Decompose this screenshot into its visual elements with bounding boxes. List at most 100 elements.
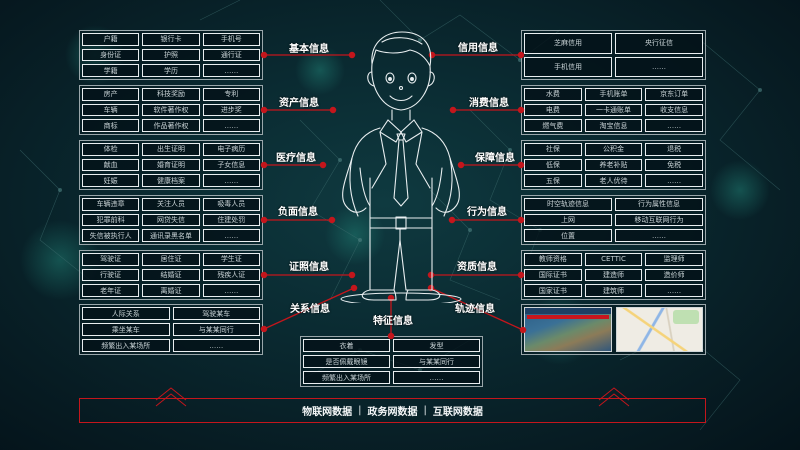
- cell-wears-glasses[interactable]: 是否佩戴眼镜: [303, 355, 390, 368]
- cell-work-copyright[interactable]: 作品著作权: [142, 119, 200, 132]
- cell-mobile-internet[interactable]: 移动互联网行为: [615, 213, 703, 227]
- cell-criminal-record[interactable]: 犯罪前科: [82, 213, 140, 227]
- cell-blood-donation[interactable]: 献血: [82, 158, 140, 172]
- cell-more[interactable]: ……: [202, 119, 260, 132]
- street-map-thumbnail[interactable]: [615, 307, 703, 352]
- cell-water-bill[interactable]: 水费: [524, 88, 582, 101]
- cell-education[interactable]: 学历: [142, 64, 200, 77]
- cell-more[interactable]: ……: [393, 371, 480, 384]
- cell-phone-bill[interactable]: 手机账单: [584, 88, 643, 101]
- cell-children-info[interactable]: 子女信息: [202, 158, 260, 172]
- cell-tax-exempt[interactable]: 免税: [645, 158, 703, 172]
- cell-five-guarantees[interactable]: 五保: [524, 174, 582, 187]
- cell-electronic-record[interactable]: 电子病历: [202, 143, 260, 156]
- cell-architect[interactable]: 建筑师: [584, 284, 643, 297]
- cell-pension-subsidy[interactable]: 养老补贴: [584, 158, 643, 172]
- cell-patent[interactable]: 专利: [202, 88, 260, 101]
- cell-more[interactable]: ……: [645, 119, 703, 132]
- cell-health-archive[interactable]: 健康档案: [142, 174, 200, 187]
- cell-more[interactable]: ……: [615, 229, 703, 242]
- cell-hairstyle[interactable]: 发型: [393, 339, 480, 352]
- cell-more[interactable]: ……: [202, 174, 260, 187]
- cell-social-insurance[interactable]: 社保: [524, 143, 582, 156]
- cell-online-loan-default[interactable]: 网贷失信: [142, 213, 200, 227]
- source-iot-data[interactable]: 物联网数据: [302, 407, 353, 418]
- cell-contact-blacklist[interactable]: 通讯录黑名单: [142, 229, 200, 242]
- cell-travel-companion[interactable]: 与某某同行: [172, 323, 260, 336]
- cell-constructor[interactable]: 建造师: [584, 268, 643, 282]
- cell-ride-vehicle[interactable]: 乘坐某车: [82, 323, 170, 336]
- cell-student-card[interactable]: 学生证: [202, 253, 260, 266]
- cell-frequent-place[interactable]: 频繁出入某场所: [303, 371, 390, 384]
- cell-marriage-cert[interactable]: 结婚证: [142, 268, 200, 282]
- cell-housing-penalty[interactable]: 住建处罚: [202, 213, 260, 227]
- cell-more[interactable]: ……: [645, 284, 703, 297]
- cell-housing-fund[interactable]: 公积金: [584, 143, 643, 156]
- cell-income-expense[interactable]: 收支信息: [645, 103, 703, 117]
- cell-passport[interactable]: 护照: [142, 48, 200, 62]
- cell-taobao-info[interactable]: 淘宝信息: [584, 119, 643, 132]
- cell-national-cert[interactable]: 国家证书: [524, 284, 582, 297]
- cell-frequent-place[interactable]: 频繁出入某场所: [82, 339, 170, 352]
- cell-software-copyright[interactable]: 软件著作权: [142, 103, 200, 117]
- cell-central-bank-credit[interactable]: 央行征信: [615, 33, 703, 54]
- cell-minimum-living[interactable]: 低保: [524, 158, 582, 172]
- cell-senior-card[interactable]: 老年证: [82, 284, 140, 297]
- cell-divorce-cert[interactable]: 离婚证: [142, 284, 200, 297]
- cell-trademark[interactable]: 商标: [82, 119, 140, 132]
- cell-progress-award[interactable]: 进步奖: [202, 103, 260, 117]
- cell-phone-credit[interactable]: 手机信用: [524, 56, 612, 77]
- cell-birth-certificate[interactable]: 出生证明: [142, 143, 200, 156]
- cell-internet-access[interactable]: 上网: [524, 213, 612, 227]
- cell-social-relations[interactable]: 人际关系: [82, 307, 170, 320]
- label-qualification-info: 资质信息: [457, 262, 497, 273]
- cell-sesame-credit[interactable]: 芝麻信用: [524, 33, 612, 54]
- cell-jd-orders[interactable]: 京东订单: [645, 88, 703, 101]
- cell-behavior-attributes[interactable]: 行为属性信息: [615, 198, 703, 211]
- cell-vehicle[interactable]: 车辆: [82, 103, 140, 117]
- cell-teacher-qualification[interactable]: 教师资格: [524, 253, 582, 266]
- cell-location[interactable]: 位置: [524, 229, 612, 242]
- cell-drug-user[interactable]: 吸毒人员: [202, 198, 260, 211]
- cell-clothing[interactable]: 衣着: [303, 339, 390, 352]
- cell-more[interactable]: ……: [645, 174, 703, 187]
- cell-more[interactable]: ……: [202, 64, 260, 77]
- cell-vehicle-license[interactable]: 行驶证: [82, 268, 140, 282]
- cell-marriage-birth-cert[interactable]: 婚育证明: [142, 158, 200, 172]
- cell-tax-refund[interactable]: 退税: [645, 143, 703, 156]
- cell-more[interactable]: ……: [172, 339, 260, 352]
- cell-bank-card[interactable]: 银行卡: [142, 33, 200, 46]
- source-internet-data[interactable]: 互联网数据: [432, 407, 483, 418]
- cell-residence-permit[interactable]: 居住证: [142, 253, 200, 266]
- cell-supervisor[interactable]: 监理师: [645, 253, 703, 266]
- cell-more[interactable]: ……: [615, 56, 703, 77]
- cell-real-estate[interactable]: 房产: [82, 88, 140, 101]
- cell-electric-bill[interactable]: 电费: [524, 103, 582, 117]
- cell-physical-exam[interactable]: 体检: [82, 143, 140, 156]
- cell-watched-person[interactable]: 关注人员: [142, 198, 200, 211]
- cell-gas-bill[interactable]: 燃气费: [524, 119, 582, 132]
- cell-drive-vehicle[interactable]: 驾驶某车: [172, 307, 260, 320]
- cell-spatiotemporal-track[interactable]: 时空轨迹信息: [524, 198, 612, 211]
- cell-pregnancy[interactable]: 妊娠: [82, 174, 140, 187]
- cell-senior-benefits[interactable]: 老人优待: [584, 174, 643, 187]
- cell-travel-companion[interactable]: 与某某同行: [393, 355, 480, 368]
- cell-tech-award[interactable]: 科技奖励: [142, 88, 200, 101]
- cell-phone-number[interactable]: 手机号: [202, 33, 260, 46]
- cell-traffic-violation[interactable]: 车辆违章: [82, 198, 140, 211]
- cell-international-cert[interactable]: 国际证书: [524, 268, 582, 282]
- cell-cettic[interactable]: CETTIC: [584, 253, 643, 266]
- cell-household-register[interactable]: 户籍: [82, 33, 140, 46]
- cell-more[interactable]: ……: [202, 284, 260, 297]
- cell-travel-permit[interactable]: 通行证: [202, 48, 260, 62]
- cell-transit-card-bill[interactable]: 一卡通账单: [584, 103, 643, 117]
- cell-dishonest-debtor[interactable]: 失信被执行人: [82, 229, 140, 242]
- cell-cost-engineer[interactable]: 造价师: [645, 268, 703, 282]
- cell-driver-license[interactable]: 驾驶证: [82, 253, 140, 266]
- cell-id-card[interactable]: 身份证: [82, 48, 140, 62]
- cell-more[interactable]: ……: [202, 229, 260, 242]
- cell-disability-cert[interactable]: 残疾人证: [202, 268, 260, 282]
- source-government-data[interactable]: 政务网数据: [367, 407, 418, 418]
- trajectory-map-thumbnail[interactable]: [524, 307, 612, 352]
- cell-student-status[interactable]: 学籍: [82, 64, 140, 77]
